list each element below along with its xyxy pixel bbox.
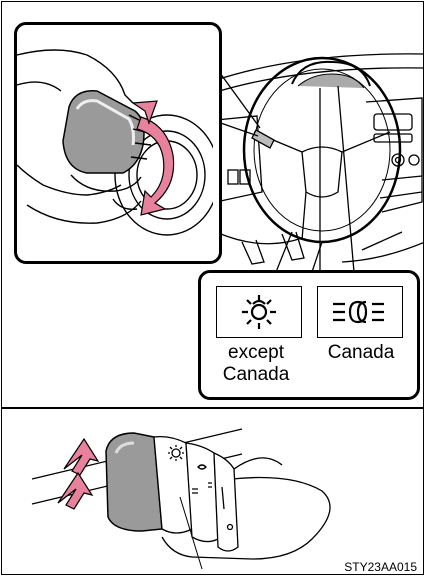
- hand-turning-switch: [17, 25, 213, 255]
- push-arrow-lower-icon: [58, 473, 92, 509]
- caption-except-canada-line1: except: [228, 342, 284, 363]
- caption-canada: Canada: [309, 342, 413, 364]
- push-arrows: [58, 439, 98, 509]
- lever-illustration: STY23AA015: [2, 409, 423, 576]
- image-code: STY23AA015: [342, 560, 419, 574]
- low-beam-headlamp-icon: [328, 297, 392, 327]
- lever-drawing: [2, 409, 423, 576]
- caption-except-canada-line2: Canada: [223, 364, 290, 385]
- symbol-box-canada: [317, 286, 403, 338]
- symbol-box-except-canada: [216, 286, 302, 338]
- switch-inset: [14, 22, 222, 264]
- sun-lamp-icon: [234, 292, 284, 332]
- caption-except-canada: except Canada: [203, 342, 309, 386]
- dashboard-illustration: except Canada Canada: [2, 2, 423, 405]
- headlight-symbols-callout: except Canada Canada: [198, 270, 420, 400]
